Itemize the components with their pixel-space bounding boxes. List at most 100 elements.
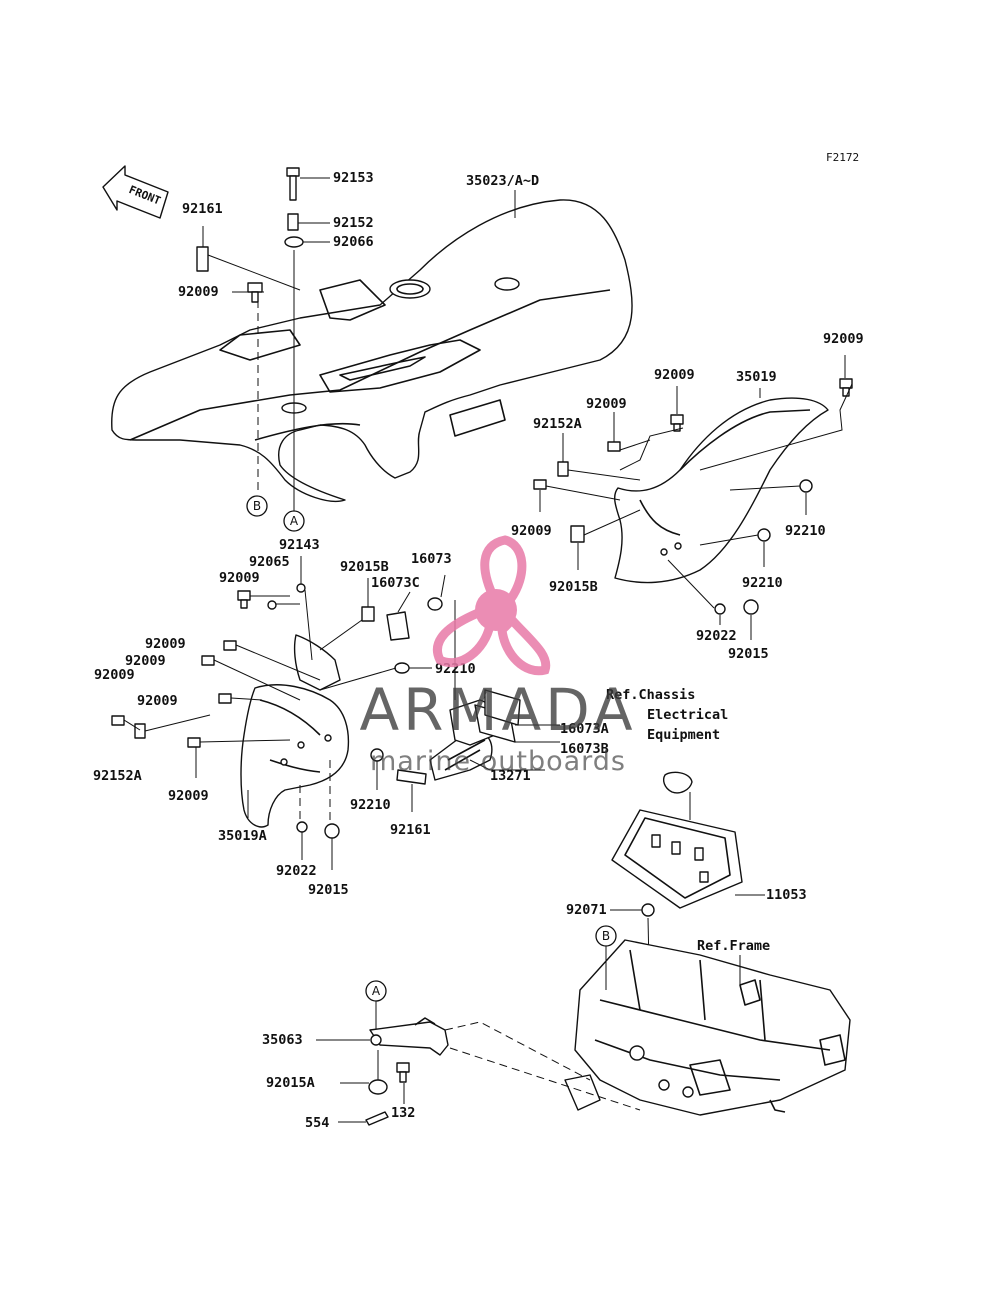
washer-92143	[296, 583, 306, 593]
label-92022-r: 92022	[696, 628, 737, 644]
figure-id: F2172	[826, 151, 859, 164]
label-92009-r4: 92009	[511, 523, 552, 539]
label-92022-l: 92022	[276, 863, 317, 879]
collar-92152a-r	[557, 461, 569, 477]
label-92015a: 92015A	[266, 1075, 315, 1091]
collar-92152a-l	[134, 723, 146, 739]
clip-92015b-r	[570, 525, 585, 543]
label-554: 554	[305, 1115, 329, 1131]
label-16073c: 16073C	[371, 575, 420, 591]
cotter-pin-554	[365, 1111, 389, 1126]
watermark-brand: ARMADA	[359, 676, 636, 744]
bolt-132	[396, 1062, 410, 1083]
frame	[564, 939, 851, 1116]
label-13271: 13271	[490, 768, 531, 784]
nut-92210-r2	[757, 528, 771, 542]
ref-frame: Ref.Frame	[697, 938, 770, 954]
label-16073a: 16073A	[560, 721, 609, 737]
bracket-35063	[369, 1017, 449, 1056]
washer-92065	[267, 600, 277, 610]
label-92015-l: 92015	[308, 882, 349, 898]
bolt-92153	[286, 167, 300, 201]
nut-92210-c	[394, 662, 410, 674]
svg-text:A: A	[372, 984, 381, 998]
label-92161-top: 92161	[182, 201, 223, 217]
ref-chassis-line-2: Electrical	[647, 707, 728, 723]
bolt-92009-l1	[237, 590, 251, 609]
label-92009-l5: 92009	[94, 667, 135, 683]
callout-a-bottom: A	[365, 980, 387, 1002]
clip-92015b-l	[361, 606, 375, 622]
svg-text:B: B	[602, 929, 610, 943]
label-35063: 35063	[262, 1032, 303, 1048]
label-92015b-l: 92015B	[340, 559, 389, 575]
label-92071: 92071	[566, 902, 607, 918]
label-92009-r2: 92009	[654, 367, 695, 383]
side-cover-35019	[613, 397, 829, 584]
collar-92152	[287, 213, 299, 231]
label-92009-l3: 92009	[125, 653, 166, 669]
label-35019: 35019	[736, 369, 777, 385]
label-92161-l: 92161	[390, 822, 431, 838]
pad-16073	[427, 597, 443, 611]
label-132: 132	[391, 1105, 415, 1121]
label-92066: 92066	[333, 234, 374, 250]
label-92065: 92065	[249, 554, 290, 570]
label-92210-r1: 92210	[785, 523, 826, 539]
label-92015-r: 92015	[728, 646, 769, 662]
label-35019a: 35019A	[218, 828, 267, 844]
label-16073: 16073	[411, 551, 452, 567]
watermark-logo	[433, 535, 551, 676]
bracket-92143	[293, 634, 341, 691]
grommet-92066	[284, 236, 304, 248]
label-92009-r1: 92009	[823, 331, 864, 347]
bolt-92009-l4	[218, 693, 232, 704]
label-92152a-l: 92152A	[93, 768, 142, 784]
grommet-92071	[641, 903, 655, 917]
ref-chassis-line-1: Ref.Chassis	[606, 687, 695, 703]
watermark-sub: marine outboards	[370, 746, 626, 777]
label-92210-r2: 92210	[742, 575, 783, 591]
label-16073b: 16073B	[560, 741, 609, 757]
label-92015b-r: 92015B	[549, 579, 598, 595]
label-35023: 35023/A~D	[466, 173, 539, 189]
label-92009-l6: 92009	[168, 788, 209, 804]
rear-fender-35023	[111, 199, 633, 502]
clip-92161-top	[196, 246, 209, 272]
svg-text:B: B	[253, 499, 261, 513]
ref-chassis-line-3: Equipment	[647, 727, 720, 743]
callout-b-frame: B	[595, 925, 617, 947]
pad-16073c	[386, 611, 410, 641]
svg-text:A: A	[290, 514, 299, 528]
bolt-92009-r3	[607, 441, 621, 452]
label-92143: 92143	[279, 537, 320, 553]
label-92152: 92152	[333, 215, 374, 231]
callout-a-top: A	[283, 510, 305, 532]
nut-92015-r	[743, 599, 759, 615]
side-cover-35019a	[240, 684, 350, 828]
label-92210-l: 92210	[350, 797, 391, 813]
label-11053: 11053	[766, 887, 807, 903]
nut-92210-r1	[799, 479, 813, 493]
label-92009-top: 92009	[178, 284, 219, 300]
bolt-92009-r2	[670, 414, 684, 432]
bolt-92009-l3	[201, 655, 215, 666]
nut-92015-l	[324, 823, 340, 839]
front-arrow-icon: FRONT	[102, 165, 169, 219]
nut-92015a	[368, 1079, 388, 1095]
label-92009-l4: 92009	[137, 693, 178, 709]
washer-92022-r	[714, 603, 726, 615]
bolt-92009-l2	[223, 640, 237, 651]
label-92152a-r: 92152A	[533, 416, 582, 432]
connector-clip	[663, 771, 693, 794]
bolt-92009-l6	[187, 737, 201, 748]
pads-16073ab	[474, 689, 521, 743]
bolt-92009-r4	[533, 479, 547, 490]
battery-tray-11053	[611, 809, 743, 909]
label-92009-l2: 92009	[145, 636, 186, 652]
callout-b-top: B	[246, 495, 268, 517]
label-92009-r3: 92009	[586, 396, 627, 412]
washer-92022-l	[296, 821, 308, 833]
label-92009-l1: 92009	[219, 570, 260, 586]
